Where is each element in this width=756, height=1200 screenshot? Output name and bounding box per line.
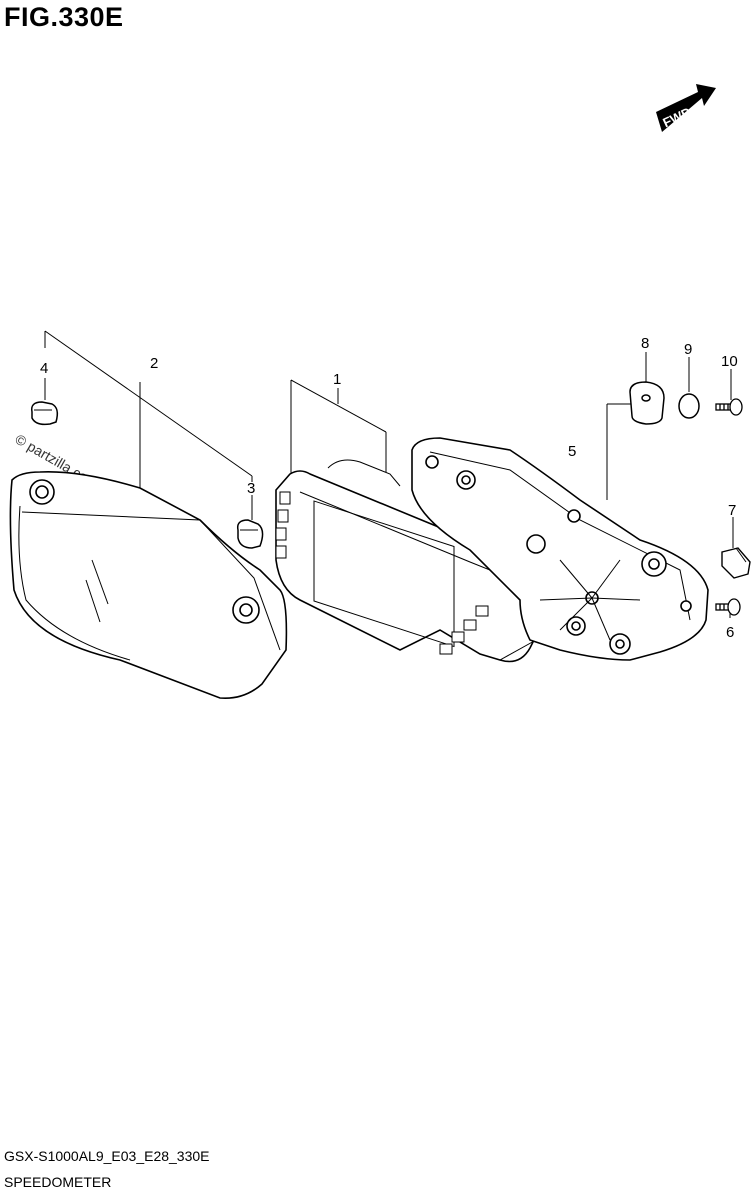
- callout-4: 4: [40, 360, 48, 377]
- figure-caption: SPEEDOMETER: [4, 1174, 112, 1190]
- callout-9: 9: [684, 341, 692, 358]
- part-2-meter-cover: [9, 471, 288, 700]
- part-4-cap: [30, 401, 59, 426]
- figure-code: GSX-S1000AL9_E03_E28_330E: [4, 1148, 210, 1164]
- callout-3: 3: [247, 480, 255, 497]
- fwd-arrow-icon: FWD: [656, 84, 716, 132]
- part-8-grommet: [629, 381, 665, 425]
- callout-1: 1: [333, 371, 341, 388]
- part-5-housing: [411, 437, 709, 661]
- figure-title: FIG.330E: [4, 2, 124, 32]
- callout-6: 6: [726, 624, 734, 641]
- part-7-clip: [721, 547, 751, 579]
- part-1-meter-assembly: [275, 459, 550, 663]
- part-3-cap: [236, 519, 264, 549]
- callout-2: 2: [150, 355, 158, 372]
- callout-7: 7: [728, 502, 736, 519]
- callout-10: 10: [721, 353, 738, 370]
- part-10-screw: [715, 398, 743, 416]
- callout-8: 8: [641, 335, 649, 352]
- callout-5: 5: [568, 443, 576, 460]
- part-9-washer: [678, 393, 700, 419]
- part-6-screw: [715, 598, 741, 616]
